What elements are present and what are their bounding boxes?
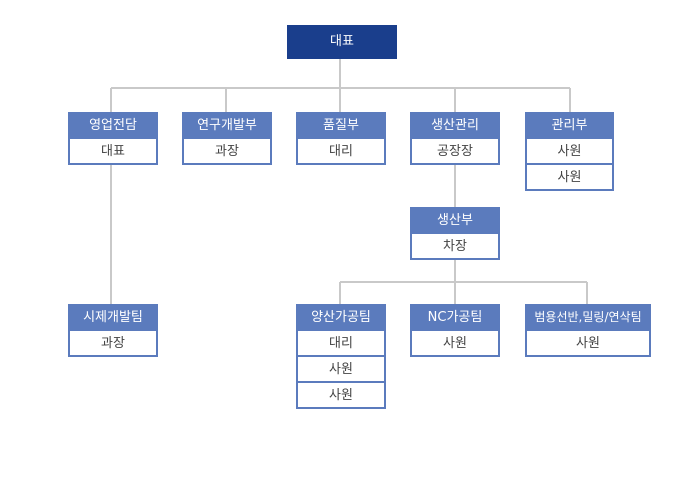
dept-sales-node: 영업전담 대표 [68,112,158,165]
dept-title: 품질부 [296,112,386,139]
dept-rnd-node: 연구개발부 과장 [182,112,272,165]
dept-title: 생산관리 [410,112,500,139]
production-node: 생산부 차장 [410,207,500,260]
prototype-team-node: 시제개발팀 과장 [68,304,158,357]
member-role: 사원 [525,139,614,165]
dept-title: 생산부 [410,207,500,234]
member-role: 사원 [296,383,386,409]
member-role: 대리 [296,331,386,357]
dept-title: 영업전담 [68,112,158,139]
member-role: 사원 [296,357,386,383]
member-role: 차장 [410,234,500,260]
dept-title: 관리부 [525,112,614,139]
dept-quality-node: 품질부 대리 [296,112,386,165]
ceo-node: 대표 [287,25,397,59]
mass-machining-team-node: 양산가공팀 대리 사원 사원 [296,304,386,409]
team-title: 시제개발팀 [68,304,158,331]
lathe-milling-team-node: 범용선반,밀링/연삭팀 사원 [525,304,651,357]
member-role: 과장 [68,331,158,357]
dept-title: 연구개발부 [182,112,272,139]
member-role: 공장장 [410,139,500,165]
member-role: 대표 [68,139,158,165]
member-role: 대리 [296,139,386,165]
member-role: 사원 [410,331,500,357]
member-role: 사원 [525,331,651,357]
team-title: 양산가공팀 [296,304,386,331]
member-role: 사원 [525,165,614,191]
team-title: 범용선반,밀링/연삭팀 [525,304,651,331]
member-role: 과장 [182,139,272,165]
team-title: NC가공팀 [410,304,500,331]
dept-production-mgmt-node: 생산관리 공장장 [410,112,500,165]
dept-admin-node: 관리부 사원 사원 [525,112,614,191]
nc-machining-team-node: NC가공팀 사원 [410,304,500,357]
ceo-title: 대표 [287,25,397,59]
